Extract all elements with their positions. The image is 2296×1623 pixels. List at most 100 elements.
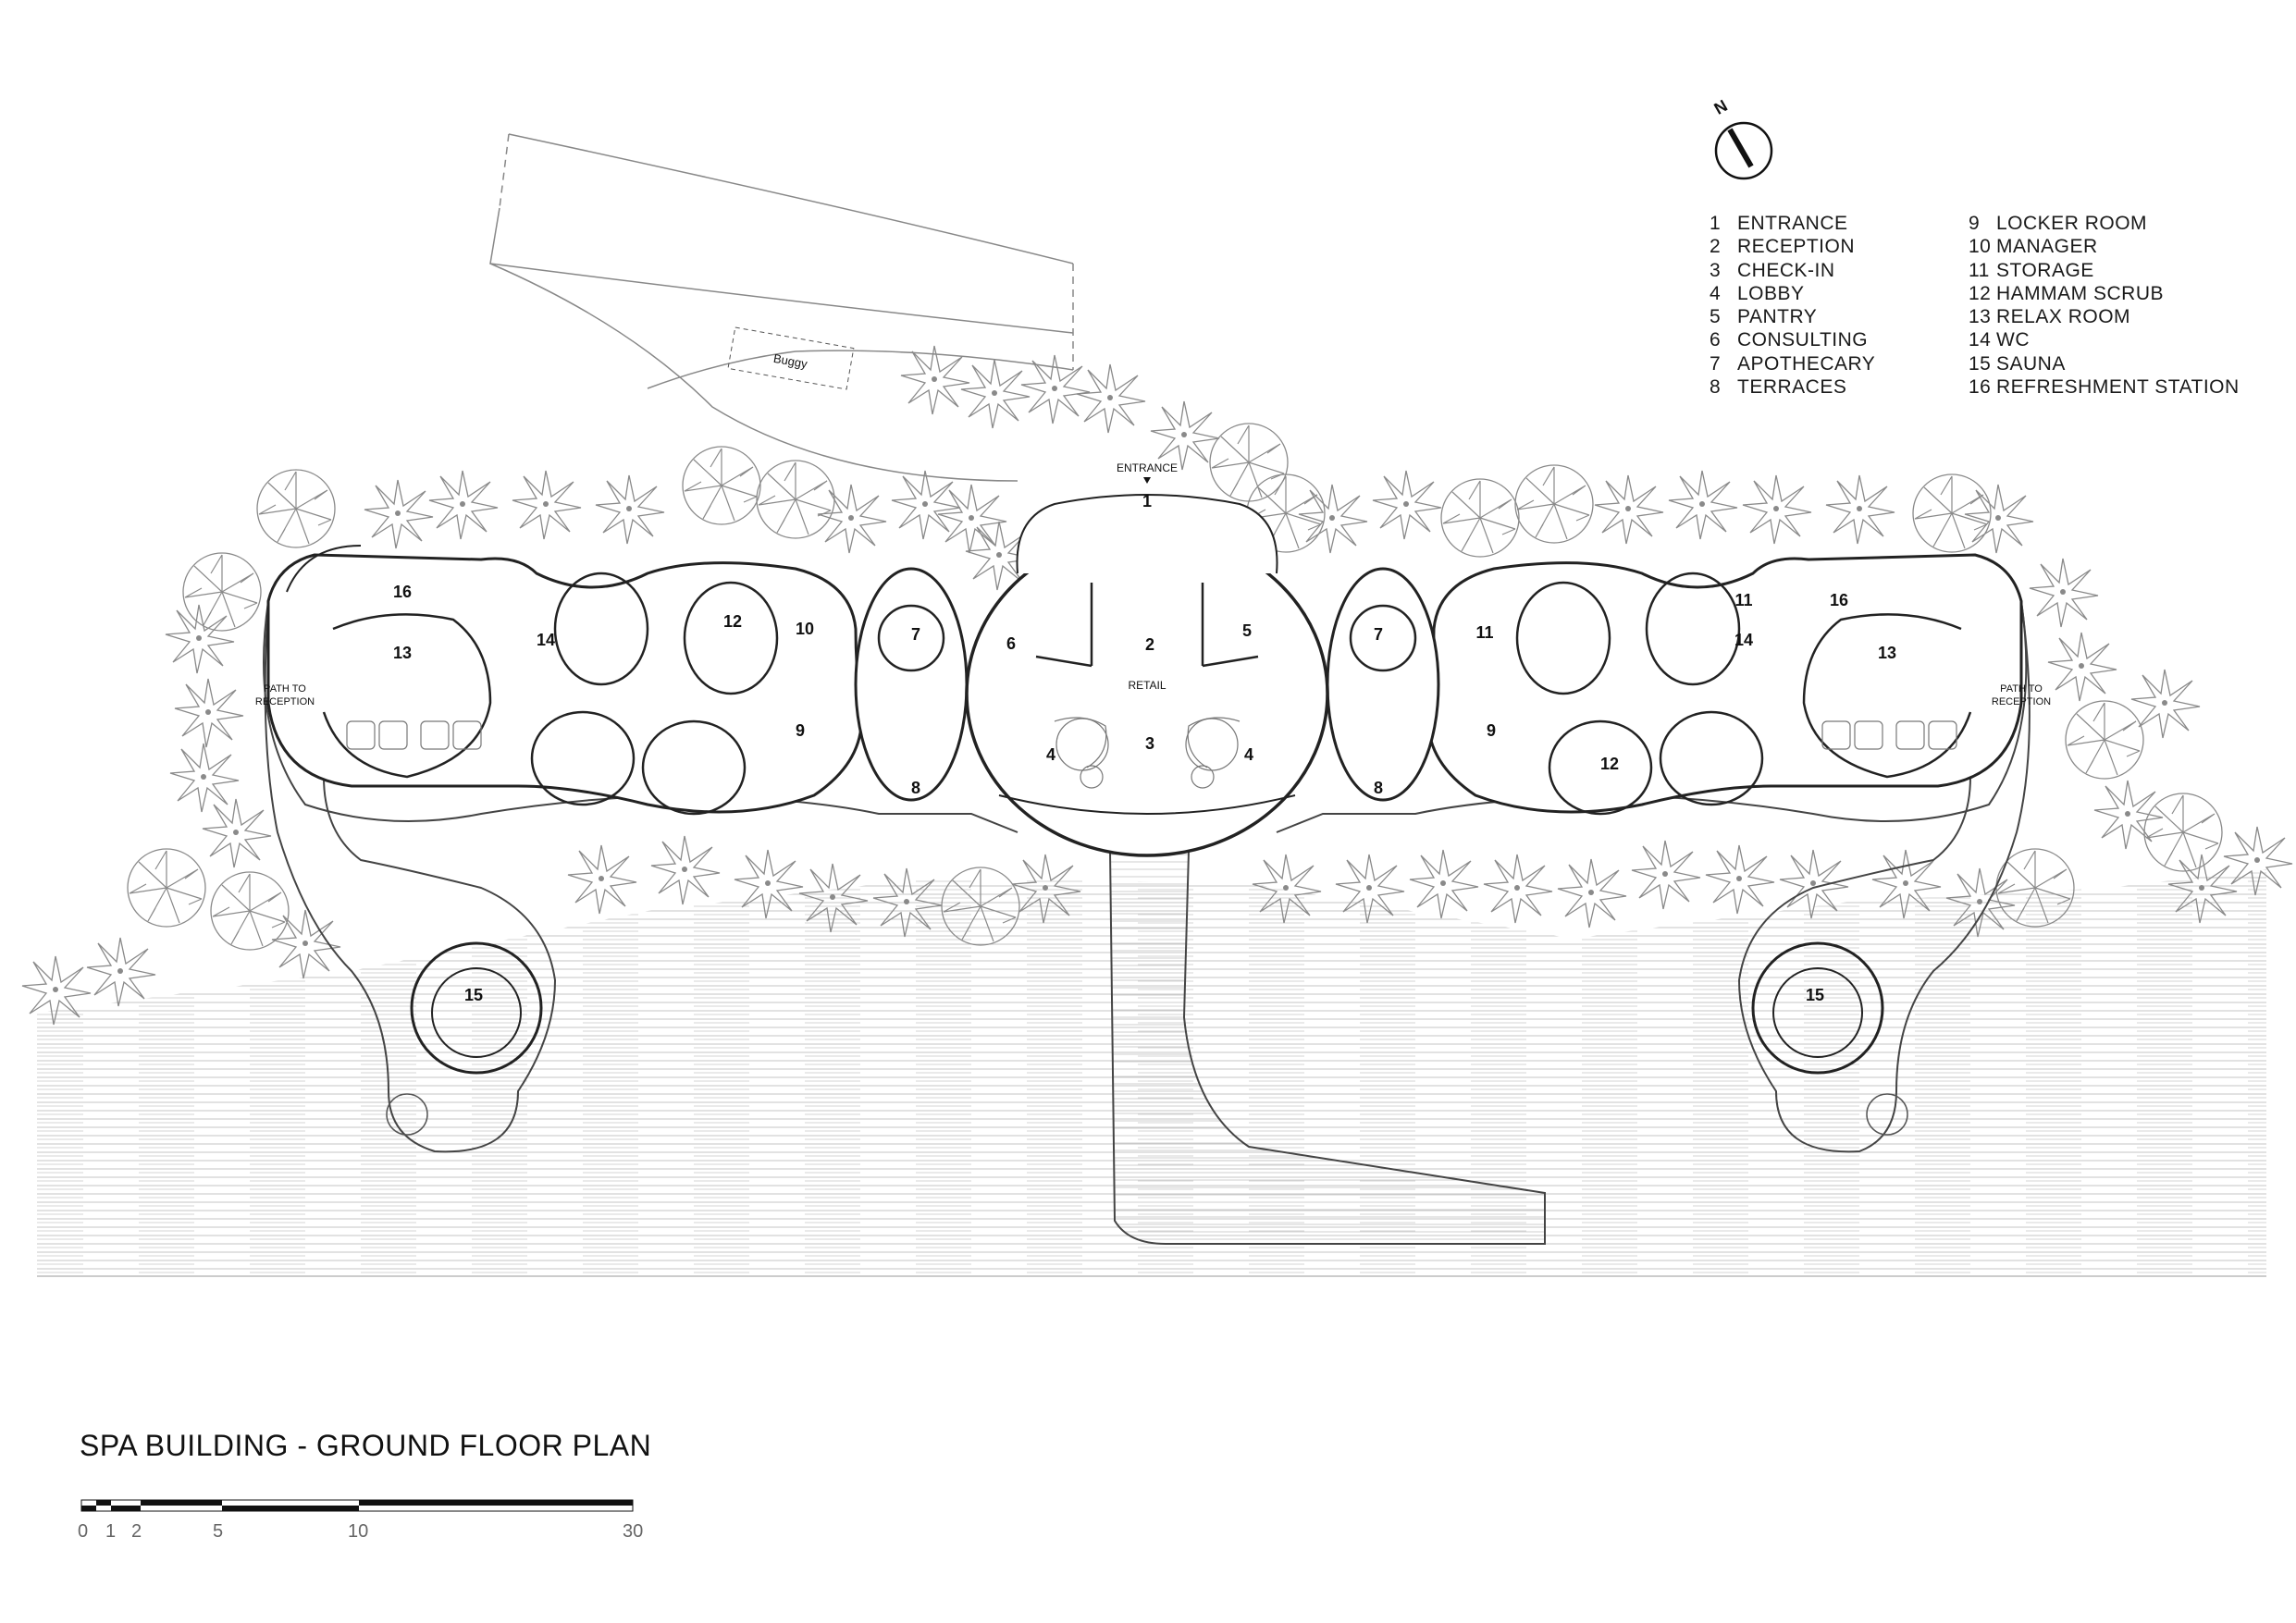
room-number: 3 bbox=[1145, 734, 1154, 753]
palm-tree-icon bbox=[595, 474, 665, 545]
scale-label-1: 1 bbox=[105, 1521, 117, 1542]
room-number: 9 bbox=[796, 721, 805, 740]
legend-item: 2 RECEPTION bbox=[1710, 236, 1969, 259]
legend-number: 13 bbox=[1969, 306, 1992, 328]
palm-tree-icon bbox=[271, 909, 341, 979]
building-outline bbox=[266, 494, 2023, 857]
palm-tree-icon bbox=[1483, 854, 1553, 924]
room-number: 14 bbox=[537, 631, 555, 649]
tree-icon bbox=[756, 460, 835, 539]
palm-tree-icon bbox=[2047, 632, 2117, 702]
plan-title: SPA BUILDING - GROUND FLOOR PLAN bbox=[80, 1429, 652, 1462]
legend-number: 14 bbox=[1969, 329, 1992, 351]
north-arrow-icon: N bbox=[1711, 96, 1773, 180]
palm-tree-icon bbox=[1742, 474, 1812, 545]
palm-tree-icon bbox=[2093, 780, 2164, 850]
palm-tree-icon bbox=[650, 835, 721, 905]
palm-tree-icon bbox=[1150, 400, 1220, 471]
legend-label: STORAGE bbox=[1996, 259, 2094, 281]
legend-label: WC bbox=[1996, 329, 2030, 351]
room-number: 11 bbox=[1475, 623, 1493, 642]
palm-tree-icon bbox=[428, 470, 499, 540]
legend-number: 5 bbox=[1710, 306, 1722, 328]
north-label: N bbox=[1711, 96, 1731, 118]
legend-label: RELAX ROOM bbox=[1996, 306, 2131, 328]
room-number: 4 bbox=[1244, 745, 1253, 764]
legend-label: MANAGER bbox=[1996, 236, 2098, 258]
room-number: 2 bbox=[1145, 635, 1154, 654]
tree-icon bbox=[1514, 464, 1594, 544]
tree-icon bbox=[256, 469, 336, 548]
palm-tree-icon bbox=[1594, 474, 1664, 545]
path-label-left-2: RECEPTION bbox=[255, 696, 315, 707]
palm-tree-icon bbox=[1298, 484, 1368, 554]
palm-tree-icon bbox=[165, 604, 235, 674]
room-number: 11 bbox=[1734, 591, 1752, 609]
room-number: 15 bbox=[464, 986, 483, 1004]
legend-label: PANTRY bbox=[1737, 306, 1818, 328]
room-number: 14 bbox=[1734, 631, 1753, 649]
scale-label-30: 30 bbox=[623, 1521, 644, 1542]
scale-label-10: 10 bbox=[348, 1521, 369, 1542]
scale-label-0: 0 bbox=[78, 1521, 89, 1542]
legend-label: CONSULTING bbox=[1737, 329, 1869, 351]
buggy-label: Buggy bbox=[772, 351, 809, 371]
tree-icon bbox=[2143, 793, 2223, 872]
room-number: 1 bbox=[1142, 492, 1152, 510]
palm-tree-icon bbox=[174, 678, 244, 748]
legend-number: 2 bbox=[1710, 236, 1722, 258]
legend-item: 9 LOCKER ROOM bbox=[1969, 213, 2228, 236]
tree-icon bbox=[682, 446, 761, 525]
tree-icon bbox=[210, 871, 290, 951]
room-number: 4 bbox=[1046, 745, 1055, 764]
legend-label: APOTHECARY bbox=[1737, 352, 1876, 375]
palm-tree-icon bbox=[960, 359, 1031, 429]
room-number: 10 bbox=[796, 620, 814, 638]
room-number: 7 bbox=[1374, 625, 1383, 644]
palm-tree-icon bbox=[169, 743, 240, 813]
room-number: 9 bbox=[1487, 721, 1496, 740]
legend-number: 8 bbox=[1710, 376, 1722, 399]
room-number: 16 bbox=[393, 583, 412, 601]
palm-tree-icon bbox=[2029, 558, 2099, 628]
legend-item: 7 APOTHECARY bbox=[1710, 353, 1969, 376]
room-number: 13 bbox=[1878, 644, 1896, 662]
legend-number: 9 bbox=[1969, 213, 1981, 234]
tree-icon bbox=[127, 848, 206, 928]
room-number: 12 bbox=[1600, 755, 1619, 773]
palm-tree-icon bbox=[86, 937, 156, 1007]
room-number: 13 bbox=[393, 644, 412, 662]
palm-tree-icon bbox=[891, 470, 961, 540]
buggy-parking bbox=[727, 326, 855, 390]
palm-tree-icon bbox=[1705, 844, 1775, 915]
legend-number: 7 bbox=[1710, 352, 1722, 375]
access-road bbox=[489, 133, 1074, 482]
path-label-left-1: PATH TO bbox=[264, 683, 306, 695]
tree-icon bbox=[1440, 478, 1520, 558]
palm-tree-icon bbox=[1557, 858, 1627, 928]
palm-tree-icon bbox=[1964, 484, 2034, 554]
room-number: 15 bbox=[1806, 986, 1824, 1004]
legend-number: 12 bbox=[1969, 282, 1992, 304]
palm-tree-icon bbox=[1825, 474, 1895, 545]
legend-number: 11 bbox=[1969, 259, 1990, 281]
legend-number: 16 bbox=[1969, 376, 1992, 399]
path-label-right-2: RECEPTION bbox=[1992, 696, 2051, 707]
room-number: 7 bbox=[911, 625, 920, 644]
legend-label: LOCKER ROOM bbox=[1996, 213, 2148, 234]
palm-tree-icon bbox=[1076, 363, 1146, 434]
legend-label: RECEPTION bbox=[1737, 236, 1856, 258]
interior-rooms bbox=[322, 572, 1972, 816]
room-number: 8 bbox=[911, 779, 920, 797]
palm-tree-icon bbox=[1668, 470, 1738, 540]
legend-label: HAMMAM SCRUB bbox=[1996, 282, 2165, 304]
legend-label: REFRESHMENT STATION bbox=[1996, 376, 2240, 399]
legend-label: LOBBY bbox=[1737, 282, 1805, 304]
